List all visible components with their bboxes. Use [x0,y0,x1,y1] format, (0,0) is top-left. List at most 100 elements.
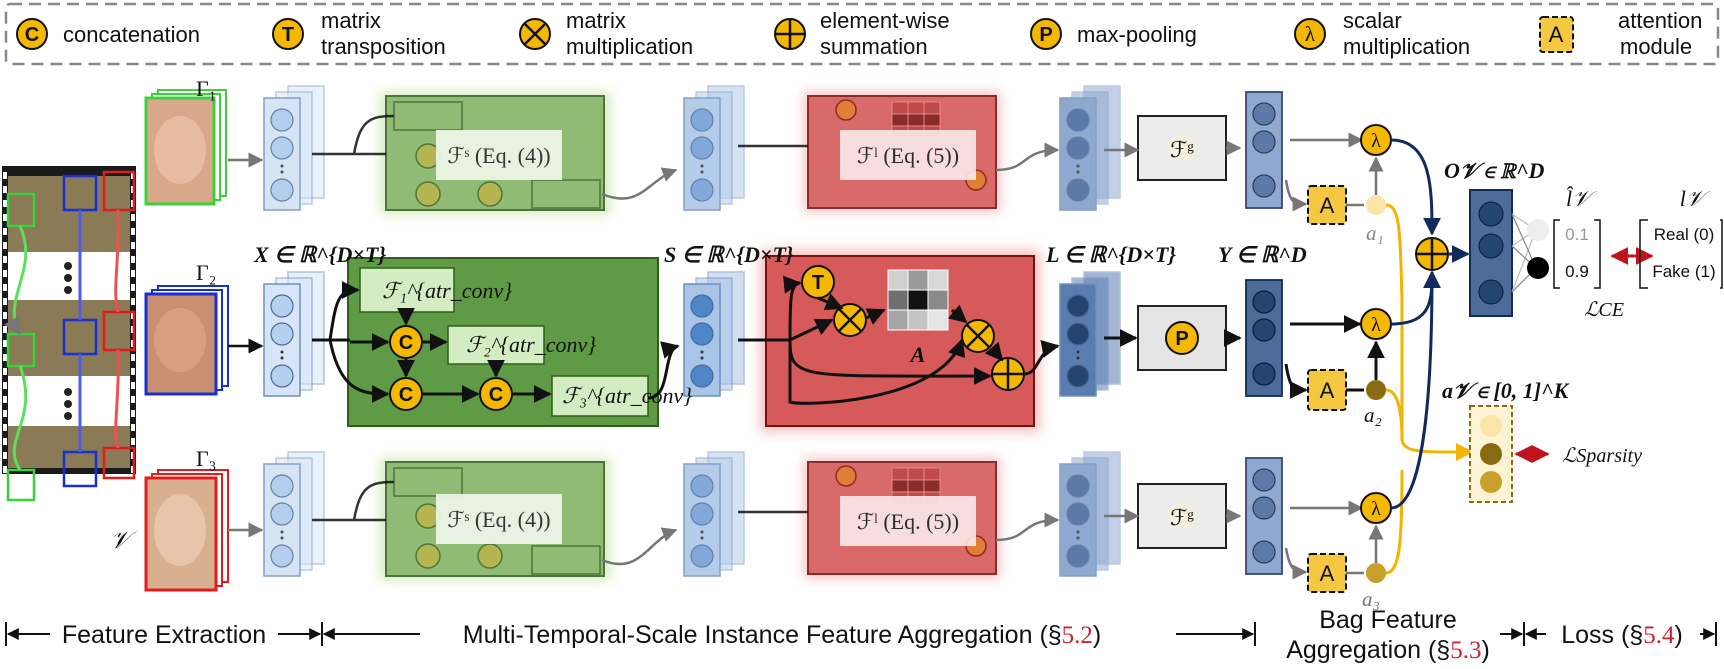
svg-text:ℒCE: ℒCE [1584,299,1624,321]
feature-stack-l2 [1059,271,1121,397]
svg-text:λ: λ [1305,22,1316,46]
svg-text:multiplication: multiplication [566,34,693,59]
fs-label-top: ℱˢ (Eq. (4)) [447,143,550,168]
attention-module-3 [1307,553,1347,593]
attention-matrix-A [887,269,949,331]
svg-text:Fake (1): Fake (1) [1652,262,1715,281]
red-block-main: A T [738,250,1060,432]
svg-text:T: T [282,24,294,46]
stage-loss: Loss (§5.4) [1561,621,1683,649]
pool-block-main: P [1137,305,1227,371]
svg-text:λ: λ [1371,314,1381,336]
fatr-conv-1: ℱ₁^{atr_conv} [382,278,512,303]
svg-text:attention: attention [1618,8,1702,33]
svg-text:a₃: a₃ [1362,587,1380,611]
video-frame-1 [8,176,130,252]
svg-text:A: A [1549,22,1564,47]
stage-mtsifa: Multi-Temporal-Scale Instance Feature Ag… [463,621,1102,649]
svg-text:Real (0): Real (0) [1654,225,1714,244]
a1-node [1366,195,1386,215]
svg-text:0.9: 0.9 [1565,262,1589,281]
legend-concat-glyph: C [25,24,39,46]
legend-attention-module: A attention module [1539,8,1702,59]
feature-stack-s1 [683,85,745,211]
fl-label-bottom: ℱˡ (Eq. (5)) [857,509,959,534]
legend-scalar-multiplication: λ scalar multiplication [1294,8,1470,59]
label-Y: Y ∈ ℝ^D [1218,242,1307,267]
svg-text:summation: summation [820,34,928,59]
svg-text:matrix: matrix [566,8,626,33]
label-S: S ∈ ℝ^{D×T} [664,242,794,267]
max-pooling-op [1165,321,1199,355]
svg-text:C: C [489,384,503,406]
svg-text:λ: λ [1371,130,1381,152]
stage-bag-line2: Aggregation (§5.3) [1286,636,1490,664]
attention-matrix-label: A [909,342,926,367]
feature-stack-l1 [1059,85,1121,211]
svg-text:module: module [1620,34,1692,59]
feature-stacks [263,85,1283,577]
svg-text:T: T [812,272,824,294]
video-symbol: 𝒱 [110,526,138,554]
svg-text:ℒSparsity: ℒSparsity [1562,445,1642,467]
feature-stack-s3 [683,451,745,577]
svg-text:l̂𝒱: l̂𝒱 [1566,186,1597,211]
fg-label-top: ℱᵍ [1170,137,1194,162]
video-filmstrip: 𝒱 [2,166,138,554]
svg-text:λ: λ [1371,498,1381,520]
legend-box [4,2,1720,66]
bag-aggregation: A a₁ λ A a₂ λ A a₃ λ [1284,124,1474,611]
label-L: L ∈ ℝ^{D×T} [1045,242,1176,267]
svg-text:max-pooling: max-pooling [1077,22,1197,47]
feature-stack-l3 [1059,451,1121,577]
fg-block-bottom: ℱᵍ [1137,483,1227,549]
green-block-bottom: ℱˢ (Eq. (4)) [380,458,610,580]
red-block-top: ℱˡ (Eq. (5)) [804,92,1000,212]
a2-node [1366,380,1386,400]
svg-text:multiplication: multiplication [1343,34,1470,59]
fatr-conv-3: ℱ₃^{atr_conv} [562,383,692,408]
bag-vector-y2 [1245,279,1283,397]
svg-text:Γ₂: Γ₂ [196,260,216,285]
svg-text:element-wise: element-wise [820,8,950,33]
output-neuron-fake [1527,257,1549,279]
svg-text:scalar: scalar [1343,8,1402,33]
feature-stack-s2 [683,271,745,397]
track-1-label: Γ₁ [196,76,216,101]
track-2-images: Γ₂ [144,260,229,396]
stage-bag-line1: Bag Feature [1319,606,1457,634]
svg-text:C: C [399,384,413,406]
svg-text:matrix: matrix [321,8,381,33]
svg-text:a₁: a₁ [1366,221,1384,245]
svg-text:a𝒱 ∈ [0, 1]^K: a𝒱 ∈ [0, 1]^K [1442,378,1570,403]
fatr-conv-2: ℱ₂^{atr_conv} [466,332,596,357]
svg-text:O𝒱 ∈ ℝ^D: O𝒱 ∈ ℝ^D [1444,158,1544,183]
track-1-images: Γ₁ [144,76,227,206]
output-vector-O: O𝒱 ∈ ℝ^D [1444,158,1544,317]
stage-bar: Feature Extraction Multi-Temporal-Scale … [5,606,1717,664]
attention-module-2 [1307,369,1347,411]
svg-text:a₂: a₂ [1364,403,1382,427]
fs-label-bottom: ℱˢ (Eq. (4)) [447,507,550,532]
fg-block-top: ℱᵍ [1137,115,1227,181]
red-block-bottom: ℱˡ (Eq. (5)) [804,458,1000,578]
svg-text:P: P [1039,24,1052,46]
svg-text:l𝒱: l𝒱 [1680,186,1711,211]
legend-concat-label: concatenation [63,22,200,47]
legend-matrix-multiplication: matrix multiplication [519,8,693,59]
svg-text:Γ₃: Γ₃ [196,446,216,471]
output-neuron-real [1527,219,1549,241]
bag-vector-y3 [1245,457,1283,575]
stage-feature-extraction: Feature Extraction [62,621,266,649]
attention-vector-a: a𝒱 ∈ [0, 1]^K ℒSparsity [1442,378,1642,503]
svg-text:A: A [1320,378,1335,403]
label-X: X ∈ ℝ^{D×T} [253,242,386,267]
feature-stack-x3 [263,451,325,577]
green-block-main: ℱ₁^{atr_conv} ℱ₂^{atr_conv} ℱ₃^{atr_conv… [312,257,692,427]
classifier: 0.1 0.9 l̂𝒱 ℒCE l𝒱 Real (0) Fake (1) [1511,186,1723,321]
legend-element-wise-summation: element-wise summation [774,8,950,59]
svg-text:P: P [1175,328,1188,350]
svg-text:A: A [1320,193,1335,218]
